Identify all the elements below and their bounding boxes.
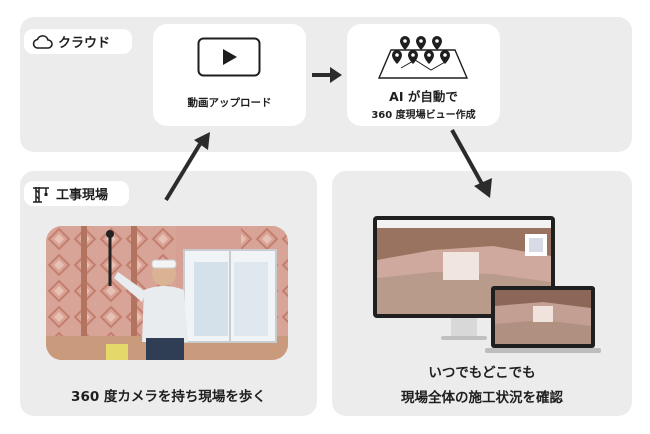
upload-label: 動画アップロード	[187, 97, 272, 109]
arrow-up-right	[164, 132, 210, 202]
worker-with-360-camera-photo	[46, 226, 288, 360]
cloud-icon	[32, 34, 53, 49]
site-caption: 360 度カメラを持ち現場を歩く	[71, 389, 266, 405]
video-upload-card: 動画アップロード	[153, 24, 306, 126]
view-caption-line2: 現場全体の施工状況を確認	[401, 390, 563, 406]
video-play-icon	[197, 37, 261, 77]
cloud-tag: クラウド	[24, 29, 132, 54]
construction-site-tag: 工事現場	[24, 181, 129, 206]
arrow-down-right	[450, 129, 492, 198]
map-pins-icon	[377, 36, 469, 79]
crane-icon	[33, 186, 49, 203]
monitor-and-laptop-illustration	[373, 216, 601, 353]
arrow-right	[312, 67, 342, 83]
cloud-tag-label: クラウド	[58, 36, 111, 51]
ai-title: AI が自動で	[389, 89, 458, 104]
site-tag-label: 工事現場	[56, 188, 109, 203]
ai-auto-create-card: AI が自動で 360 度現場ビュー作成	[347, 24, 500, 126]
ai-subtitle: 360 度現場ビュー作成	[371, 110, 476, 121]
view-caption-line1: いつでもどこでも	[428, 365, 536, 381]
